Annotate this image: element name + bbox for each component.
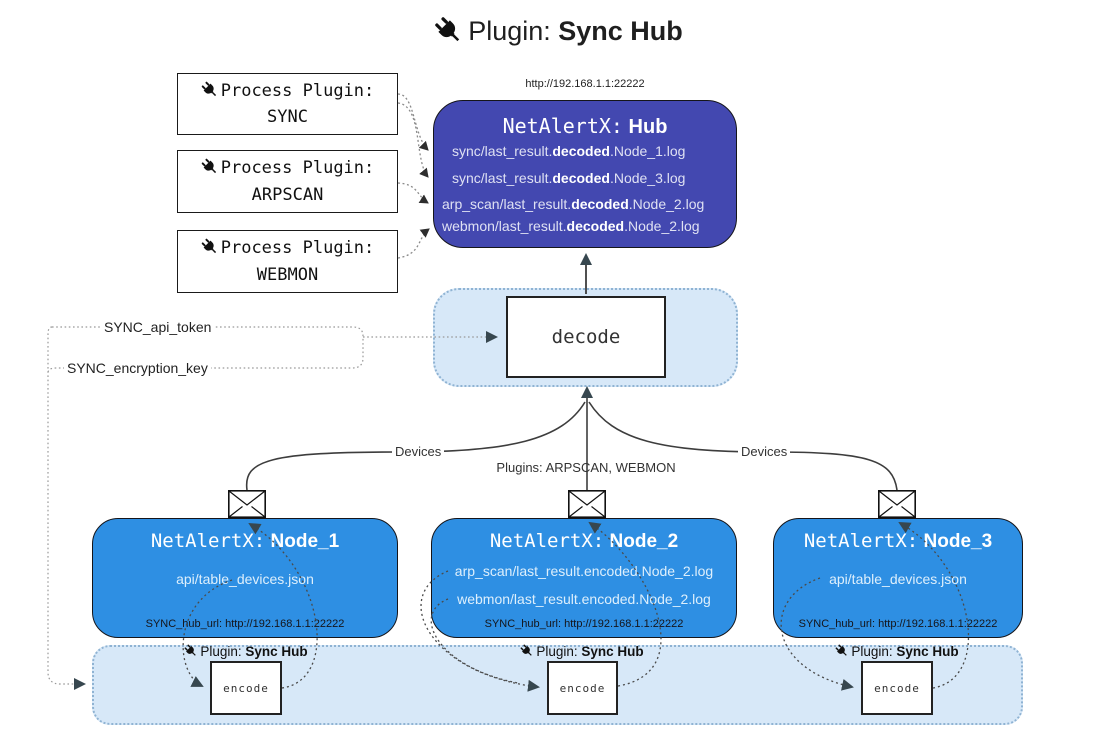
hub-log-line: arp_scan/last_result.decoded.Node_2.log	[440, 196, 704, 212]
plug-icon	[520, 644, 536, 658]
log-segment-bold: decoded	[571, 196, 629, 212]
process-plugin-label: Process Plugin:	[220, 238, 375, 259]
encoder-plugin-name: Sync Hub	[245, 644, 308, 659]
link-sync-to-node1-log	[397, 93, 429, 151]
hub-title-prefix: NetAlertX:	[502, 114, 623, 138]
log-segment: .Node_3.log	[609, 170, 686, 186]
plug-icon	[434, 16, 468, 46]
link-webmon-to-log	[397, 228, 430, 259]
node-title-name: Node_3	[923, 531, 993, 552]
encode-label: encode	[874, 681, 920, 695]
node-box-1: NetAlertX: Node_1 api/table_devices.json…	[92, 518, 398, 638]
hub-url: http://192.168.1.1:22222	[525, 78, 645, 90]
hub-log-line: webmon/last_result.decoded.Node_2.log	[440, 218, 700, 234]
encode-label: encode	[223, 681, 269, 695]
node-title-prefix: NetAlertX:	[150, 530, 266, 552]
hub-log-line: sync/last_result.decoded.Node_3.log	[440, 170, 685, 186]
label-devices-left: Devices	[392, 444, 445, 459]
encoder-plugin-prefix: Plugin:	[200, 644, 242, 659]
log-segment: .Node_1.log	[609, 143, 686, 159]
log-segment: arp_scan/last_result.	[442, 196, 572, 212]
node-title-prefix: NetAlertX:	[803, 530, 919, 552]
encode-box-3: encode	[861, 661, 933, 715]
plug-icon	[201, 158, 221, 176]
encoder-plugin-label-3: Plugin: Sync Hub	[812, 644, 982, 659]
decode-box: decode	[506, 296, 666, 378]
title-prefix: Plugin:	[468, 16, 551, 46]
node-file: arp_scan/last_result.encoded.Node_2.log	[454, 563, 714, 579]
encoder-plugin-label-1: Plugin: Sync Hub	[161, 644, 331, 659]
log-segment: .Node_2.log	[628, 196, 705, 212]
plug-icon	[835, 644, 851, 658]
label-sync-encryption-key: SYNC_encryption_key	[64, 360, 211, 376]
hub-title-name: Hub	[628, 116, 668, 138]
node-hub-url: SYNC_hub_url: http://192.168.1.1:22222	[798, 618, 998, 630]
encoder-plugin-prefix: Plugin:	[536, 644, 578, 659]
node-title: NetAlertX: Node_2	[432, 530, 736, 553]
label-devices-right: Devices	[738, 444, 791, 459]
process-plugin-label-row: Process Plugin:	[201, 155, 375, 181]
node-file: webmon/last_result.encoded.Node_2.log	[457, 591, 711, 607]
page-title: Plugin: Sync Hub	[0, 16, 1117, 47]
node-title-name: Node_1	[270, 531, 340, 552]
log-segment: webmon/last_result.	[442, 218, 567, 234]
process-plugin-label-row: Process Plugin:	[201, 78, 375, 104]
log-segment-bold: decoded	[566, 218, 625, 234]
encoder-plugin-label-2: Plugin: Sync Hub	[497, 644, 667, 659]
node-title: NetAlertX: Node_3	[774, 530, 1022, 553]
plug-icon	[184, 644, 200, 658]
node-box-3: NetAlertX: Node_3 api/table_devices.json…	[773, 518, 1023, 638]
label-sync-api-token: SYNC_api_token	[101, 319, 215, 335]
encoder-plugin-name: Sync Hub	[581, 644, 644, 659]
log-segment-bold: decoded	[552, 143, 610, 159]
node-box-2: NetAlertX: Node_2 arp_scan/last_result.e…	[431, 518, 737, 638]
hub-log-line: sync/last_result.decoded.Node_1.log	[440, 143, 685, 159]
encode-label: encode	[559, 681, 606, 695]
plug-icon	[201, 81, 221, 99]
log-segment-bold: decoded	[552, 170, 610, 186]
decode-label: decode	[551, 326, 621, 348]
encoder-plugin-name: Sync Hub	[896, 644, 959, 659]
envelope-icon-node3	[878, 490, 917, 518]
log-segment: .Node_2.log	[624, 218, 700, 234]
encode-box-1: encode	[210, 661, 282, 715]
link-arpscan-to-log	[397, 182, 429, 204]
process-plugin-name: WEBMON	[256, 264, 319, 285]
label-plugins-mid: Plugins: ARPSCAN, WEBMON	[496, 460, 676, 475]
link-sync-to-node3-log	[397, 102, 429, 178]
process-plugin-label: Process Plugin:	[220, 158, 375, 179]
process-plugin-name: SYNC	[267, 107, 308, 127]
log-segment: sync/last_result.	[452, 170, 553, 186]
process-plugin-box-sync: Process Plugin: SYNC	[177, 73, 398, 135]
hub-title: NetAlertX: Hub	[434, 114, 736, 139]
node-title: NetAlertX: Node_1	[93, 530, 397, 553]
process-plugin-box-arpscan: Process Plugin: ARPSCAN	[177, 150, 398, 213]
node-hub-url: SYNC_hub_url: http://192.168.1.1:22222	[145, 618, 345, 630]
envelope-icon-node2	[568, 490, 607, 518]
process-plugin-label: Process Plugin:	[220, 80, 375, 101]
envelope-icon-node1	[228, 490, 267, 518]
node-file: api/table_devices.json	[829, 571, 967, 587]
process-plugin-box-webmon: Process Plugin: WEBMON	[177, 230, 398, 293]
node-file: api/table_devices.json	[176, 571, 314, 587]
plug-icon	[201, 238, 221, 256]
node-title-name: Node_2	[609, 531, 679, 552]
process-plugin-name: ARPSCAN	[251, 184, 324, 205]
title-name: Sync Hub	[558, 16, 683, 46]
hub-box: NetAlertX: Hub sync/last_result.decoded.…	[433, 100, 737, 248]
encoder-plugin-prefix: Plugin:	[851, 644, 893, 659]
node-hub-url: SYNC_hub_url: http://192.168.1.1:22222	[484, 618, 684, 630]
log-segment: sync/last_result.	[452, 143, 553, 159]
link-key-to-strip	[47, 326, 86, 690]
process-plugin-label-row: Process Plugin:	[201, 235, 375, 261]
node-title-prefix: NetAlertX:	[489, 530, 605, 552]
encode-box-2: encode	[547, 661, 618, 715]
